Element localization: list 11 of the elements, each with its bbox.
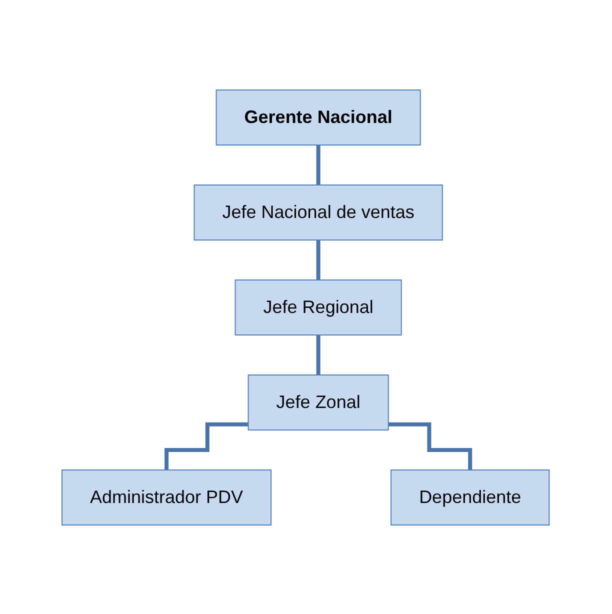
node-box: Jefe Regional: [235, 279, 402, 335]
connector: [388, 422, 473, 472]
connector: [316, 142, 321, 186]
connector: [316, 238, 321, 282]
node-box: Dependiente: [390, 469, 550, 525]
connector: [316, 332, 321, 376]
node-box: Jefe Zonal: [248, 374, 390, 430]
node-box: Gerente Nacional: [216, 89, 422, 145]
connector: [164, 422, 249, 472]
node-box: Administrador PDV: [62, 469, 272, 525]
node-box: Jefe Nacional de ventas: [194, 184, 444, 240]
